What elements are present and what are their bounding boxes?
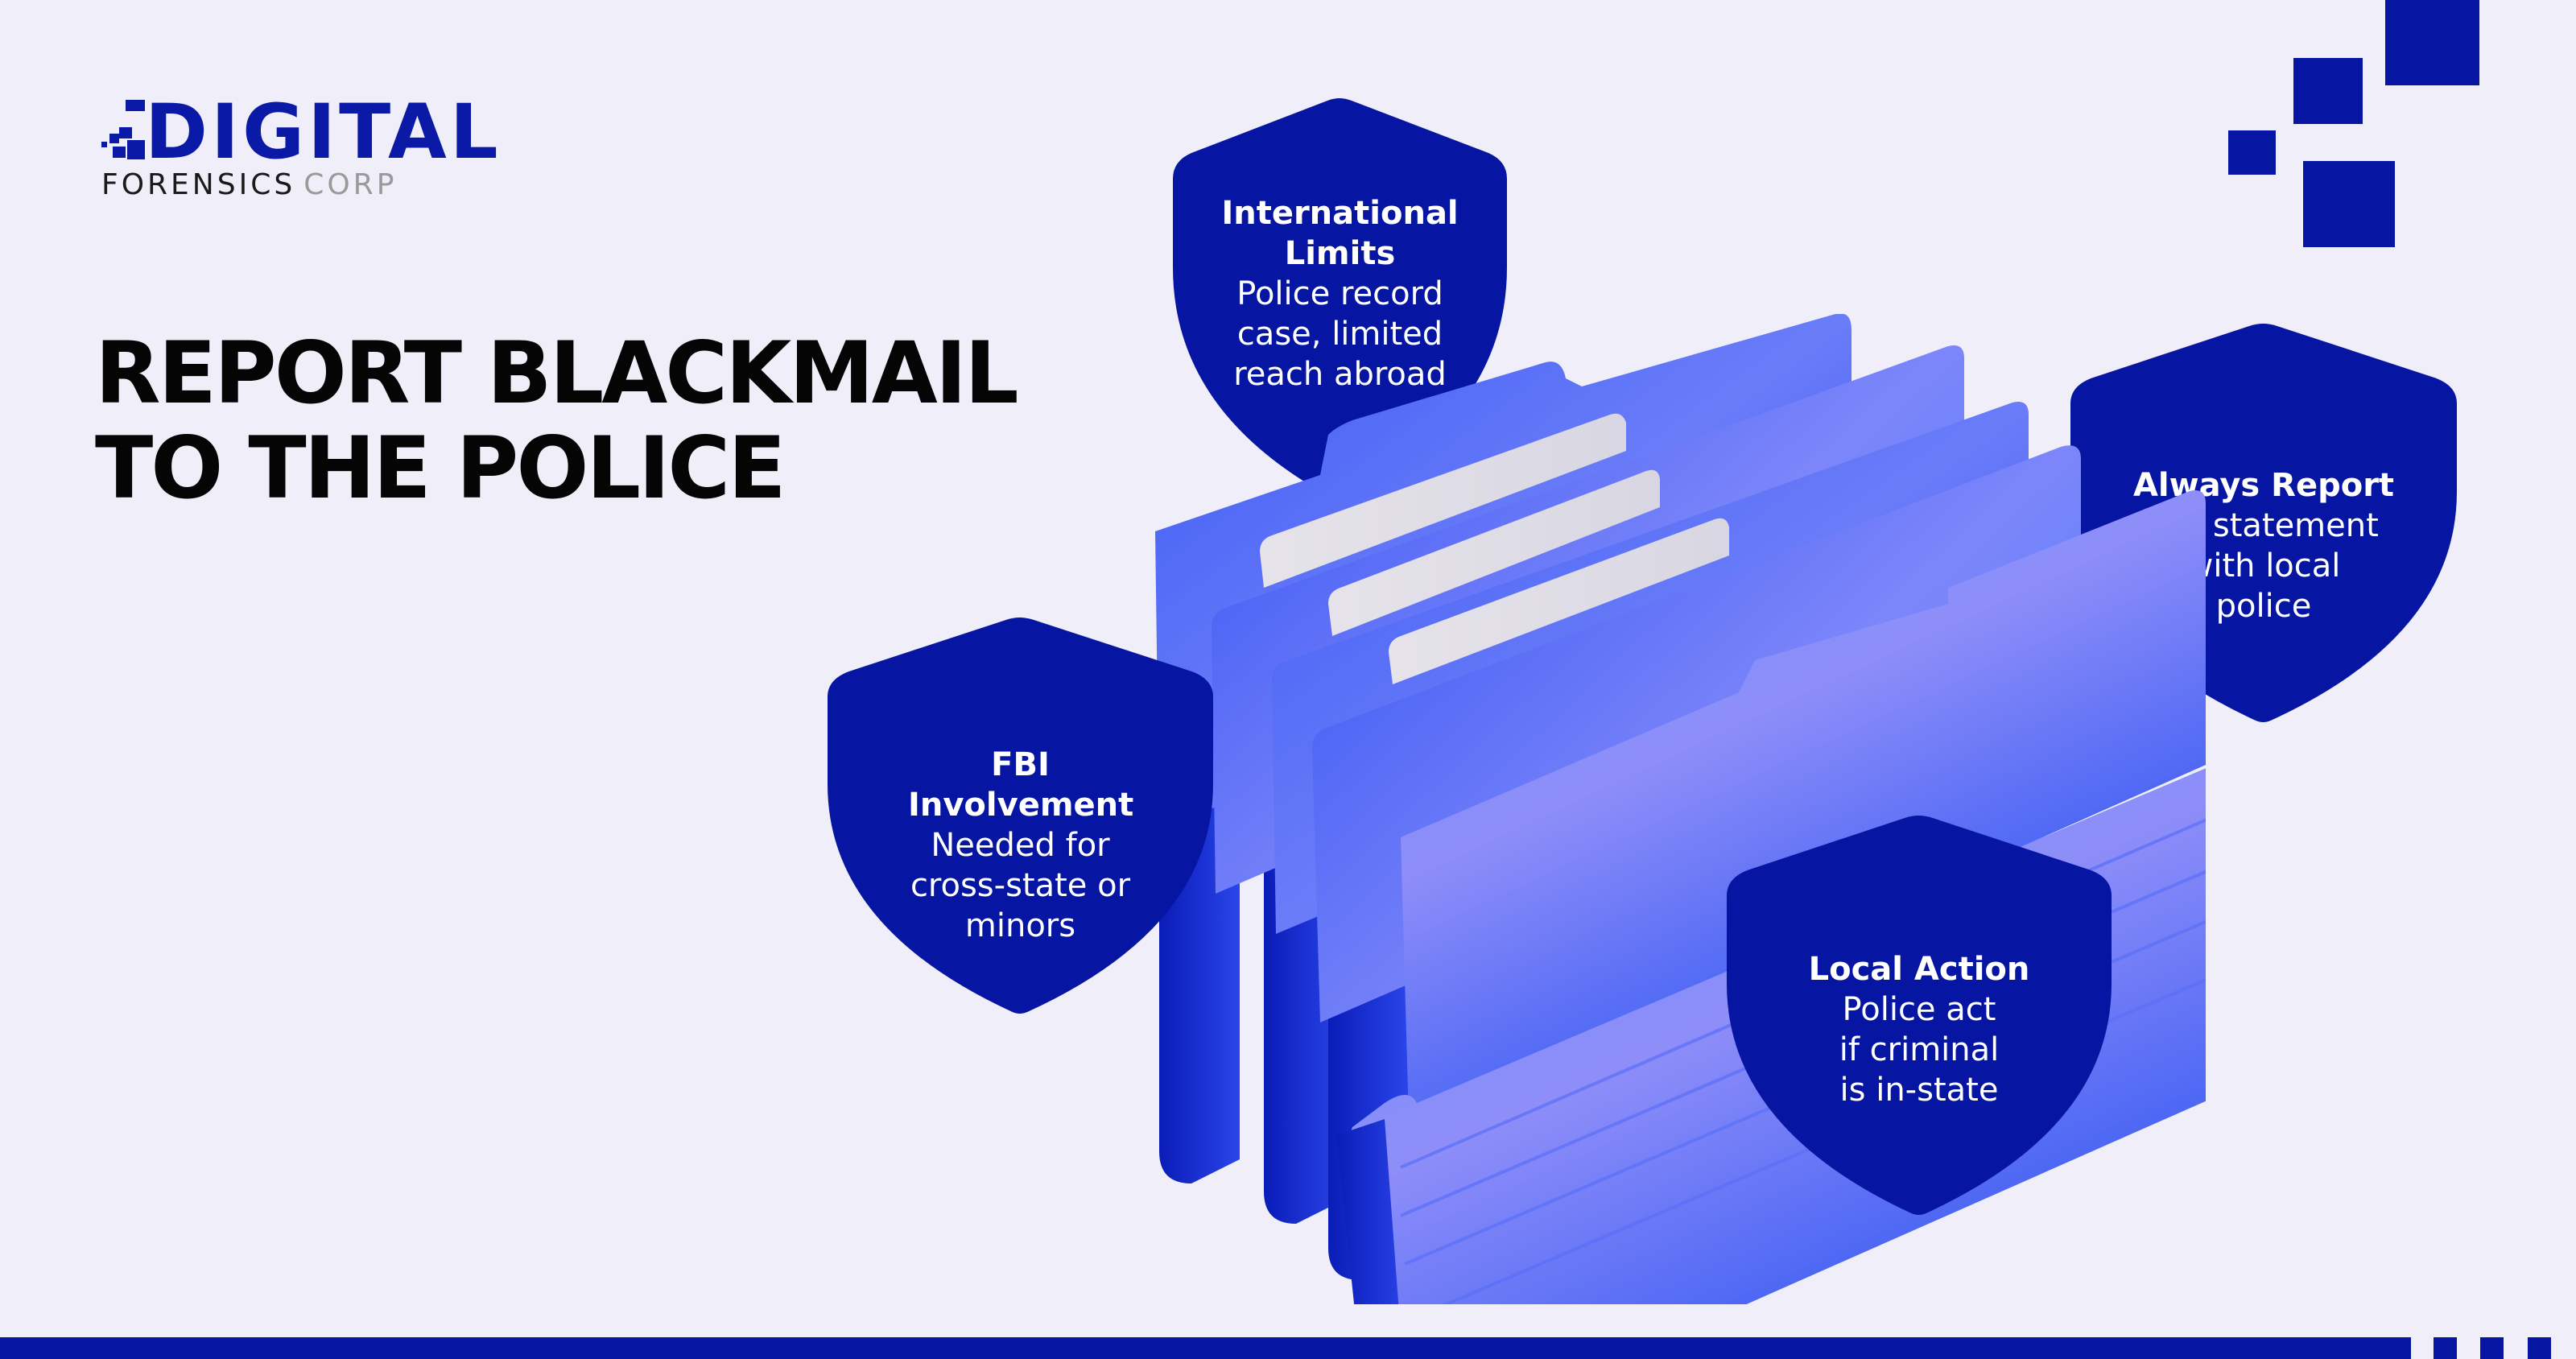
- bottom-block-2: [2480, 1337, 2504, 1359]
- bottom-bar: [0, 1337, 2411, 1359]
- decor-square-large: [2385, 0, 2479, 85]
- decor-square-small: [2228, 130, 2276, 175]
- shield-body: Police act if criminal is in-state: [1839, 991, 2000, 1109]
- shield-icon: [1727, 816, 2112, 1216]
- shield-body: Police record case, limited reach abroad: [1233, 275, 1447, 393]
- shield-heading: Local Action: [1808, 951, 2030, 988]
- logo-digital-text: DIGITAL: [145, 89, 502, 176]
- shield-international-limits: International Limits Police record case,…: [1173, 98, 1507, 501]
- shield-text: International Limits Police record case,…: [1173, 193, 1507, 394]
- shield-heading: FBI Involvement: [908, 746, 1134, 824]
- shield-fbi-involvement: FBI Involvement Needed for cross-state o…: [828, 618, 1213, 1014]
- title-line-1: REPORT BLACKMAIL: [95, 324, 1019, 423]
- shield-text: Local Action Police act if criminal is i…: [1727, 949, 2112, 1110]
- logo-pixel-icon: [101, 100, 145, 159]
- page-title: REPORT BLACKMAIL TO THE POLICE: [95, 324, 1019, 518]
- logo-corp-text: CORP: [303, 168, 398, 201]
- title-line-2: TO THE POLICE: [95, 419, 786, 518]
- bottom-block-3: [2528, 1337, 2551, 1359]
- logo-forensics-text: FORENSICS: [101, 168, 296, 201]
- shield-icon: [828, 618, 1213, 1014]
- decor-square-bottom: [2303, 161, 2395, 247]
- shield-local-action: Local Action Police act if criminal is i…: [1727, 816, 2112, 1216]
- shield-body: Needed for cross-state or minors: [910, 827, 1131, 944]
- bottom-block-1: [2434, 1337, 2457, 1359]
- shield-heading: International Limits: [1221, 195, 1459, 272]
- shield-text: FBI Involvement Needed for cross-state o…: [828, 745, 1213, 946]
- decor-square-medium: [2293, 58, 2363, 124]
